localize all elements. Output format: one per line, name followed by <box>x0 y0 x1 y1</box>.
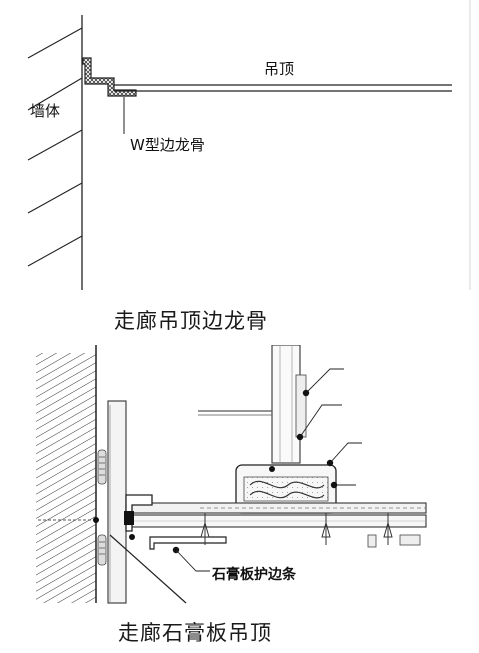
edge-strip-label: 石膏板护边条 <box>212 567 296 583</box>
bottom-diagram-caption: 走廊石膏板吊顶 <box>118 621 272 645</box>
w-edge-keel-profile <box>82 57 137 97</box>
top-diagram-caption: 走廊吊顶边龙骨 <box>114 309 268 333</box>
gypsum-ceiling-diagram <box>36 345 427 604</box>
board-screws <box>200 513 393 545</box>
edge-protection-strip <box>149 536 227 550</box>
hanger-clip <box>295 374 307 438</box>
ceiling-label: 吊顶 <box>264 60 295 78</box>
edge-keel-diagram-panel: 吊顶 墙体 W型边龙骨 走廊吊顶边龙骨 <box>27 0 471 333</box>
gypsum-ceiling-diagram-panel: 石膏板护边条 走廊石膏板吊顶 <box>0 345 479 653</box>
corner-brace <box>109 534 187 604</box>
edge-keel-angle <box>125 494 153 532</box>
hatched-wall <box>36 353 96 603</box>
edge-keel-diagram <box>27 0 471 290</box>
wall-hatch <box>27 27 83 267</box>
anchor-ticks <box>99 456 105 555</box>
callout-dots <box>269 389 338 489</box>
callout-leaders <box>299 368 362 486</box>
callout-dot-wall <box>93 517 99 523</box>
strip-leader <box>175 549 210 572</box>
wall-anchors <box>97 449 107 566</box>
ceiling-board-upper <box>125 502 427 514</box>
edge-keel-label: W型边龙骨 <box>130 136 205 154</box>
vertical-board <box>107 400 127 604</box>
edge-keel-clip <box>124 511 134 525</box>
wall-label: 墙体 <box>30 102 61 120</box>
